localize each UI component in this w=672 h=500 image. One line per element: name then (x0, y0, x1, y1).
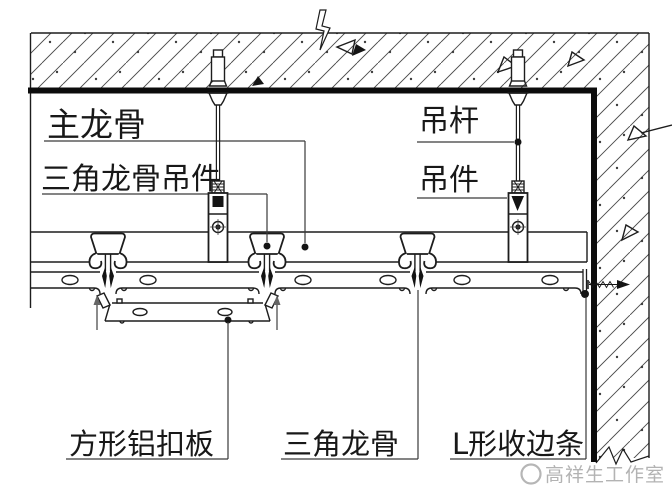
leader-square-panel (66, 322, 229, 460)
break-symbol-slab (315, 9, 331, 51)
leader-main-runner (44, 140, 309, 251)
label-triangle-keel: 三角龙骨 (283, 427, 399, 461)
l-edge-trim (581, 269, 589, 298)
install-arrow-right (273, 295, 281, 330)
label-square-panel: 方形铝扣板 (69, 427, 214, 461)
leader-l-edge-trim (450, 297, 587, 460)
label-l-edge-trim: L形收边条 (452, 427, 584, 461)
wall-arrow-marker (626, 124, 672, 141)
keel-hanger-clip-1 (88, 232, 128, 289)
hanger-assembly-right (506, 49, 530, 263)
triangle-keel-profile (31, 271, 583, 295)
label-main-runner: 主龙骨 (47, 105, 146, 144)
square-panel-detached (96, 292, 279, 324)
break-line-wall-bottom (595, 445, 650, 466)
concrete-structure-hatch (29, 9, 672, 500)
hanger-wedge (511, 196, 524, 211)
watermark: 高祥生工作室 (520, 463, 665, 486)
wall-screw (587, 280, 630, 289)
hanger-assembly-left (206, 49, 230, 263)
watermark-text: 高祥生工作室 (545, 464, 665, 486)
label-hanger: 吊件 (419, 163, 479, 198)
label-triangle-keel-hanger: 三角龙骨吊件 (41, 162, 221, 197)
keel-slot-holes (61, 274, 559, 286)
leader-triangle-keel (281, 290, 419, 460)
keel-hanger-clip-3 (398, 232, 437, 289)
wall-bottom-mask (594, 459, 672, 500)
keel-rivet-bumps (88, 287, 570, 292)
install-arrow-left (93, 295, 101, 330)
hanger-spring-clamp (212, 196, 224, 207)
rod-reference-dot (514, 138, 522, 146)
leader-triangle-keel-hanger (42, 193, 271, 250)
watermark-logo-icon (520, 463, 542, 485)
label-hanger-rod: 吊杆 (419, 104, 479, 139)
aggregate-triangle-marks (252, 38, 640, 242)
